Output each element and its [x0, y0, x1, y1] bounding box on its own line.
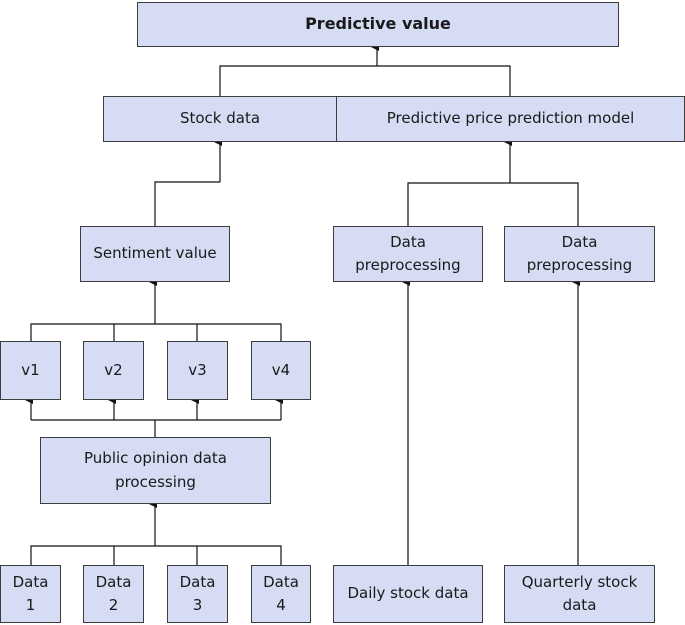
data-4-node: Data 4 — [251, 565, 311, 623]
node-label: v2 — [104, 360, 123, 379]
data-3-node: Data 3 — [167, 565, 228, 623]
node-label: v3 — [188, 360, 207, 379]
node-label: Quarterly stock data — [521, 572, 638, 614]
node-label: Public opinion data processing — [84, 449, 227, 491]
node-label: Daily stock data — [347, 584, 469, 603]
sentiment-value-node: Sentiment value — [80, 226, 230, 282]
node-label: Data preprocessing — [526, 232, 633, 274]
node-label: Data preprocessing — [355, 232, 461, 274]
node-label: Predictive value — [305, 14, 451, 34]
node-label: Data 4 — [263, 572, 299, 614]
v4-node: v4 — [251, 341, 311, 400]
node-label: Data 1 — [12, 572, 49, 614]
node-label: Data 2 — [95, 572, 132, 614]
v3-node: v3 — [167, 341, 228, 400]
daily-stock-data-node: Daily stock data — [333, 565, 483, 623]
preprocessing-node-1: Data preprocessing — [333, 226, 483, 282]
prediction-model-node: Predictive price prediction model — [336, 96, 685, 142]
data-2-node: Data 2 — [83, 565, 144, 623]
predictive-value-node: Predictive value — [137, 2, 619, 47]
data-1-node: Data 1 — [0, 565, 61, 623]
node-label: Stock data — [179, 109, 261, 128]
public-opinion-node: Public opinion data processing — [40, 437, 271, 504]
stock-data-node: Stock data — [103, 96, 337, 142]
node-label: Data 3 — [179, 572, 216, 614]
v2-node: v2 — [83, 341, 144, 400]
node-label: Predictive price prediction model — [386, 109, 635, 128]
v1-node: v1 — [0, 341, 61, 400]
node-label: v4 — [271, 360, 291, 379]
node-label: v1 — [21, 360, 40, 379]
node-label: Sentiment value — [93, 244, 217, 263]
quarterly-stock-data-node: Quarterly stock data — [504, 565, 655, 623]
preprocessing-node-2: Data preprocessing — [504, 226, 655, 282]
